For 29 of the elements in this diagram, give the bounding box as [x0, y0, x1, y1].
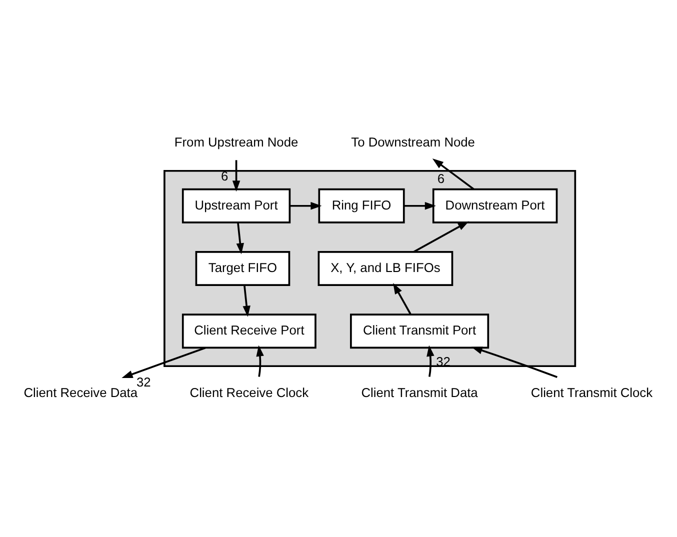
arrow	[471, 346, 558, 378]
edge-label: 6	[220, 168, 228, 184]
node-box: Ring FIFO	[318, 188, 405, 224]
arrow	[256, 345, 264, 377]
arrow	[122, 346, 206, 378]
node-text: Client Receive Clock	[190, 385, 309, 400]
arrow	[393, 282, 412, 315]
arrow	[236, 222, 244, 254]
node-text: Client Transmit Data	[361, 385, 478, 400]
node-box: Downstream Port	[432, 188, 558, 224]
arrow	[232, 160, 240, 192]
cluster	[164, 170, 576, 368]
node-text: Client Transmit Clock	[530, 385, 653, 400]
arrow	[290, 202, 322, 210]
arrow	[242, 285, 250, 317]
arrow	[432, 158, 474, 190]
edge-label: 32	[136, 374, 151, 390]
node-text: From Upstream Node	[174, 134, 298, 150]
node-box: Client Transmit Port	[350, 314, 490, 349]
node-text: To Downstream Node	[351, 134, 475, 150]
node-box: Upstream Port	[182, 188, 291, 224]
arrow	[413, 221, 469, 253]
node-text: Client Receive Data	[24, 385, 138, 400]
arrow	[404, 202, 436, 210]
node-box: Target FIFO	[195, 251, 290, 286]
edge-label: 6	[437, 171, 445, 186]
arrow	[426, 345, 434, 377]
node-box: Client Receive Port	[182, 314, 316, 349]
node-box: X, Y, and LB FIFOs	[318, 251, 454, 286]
